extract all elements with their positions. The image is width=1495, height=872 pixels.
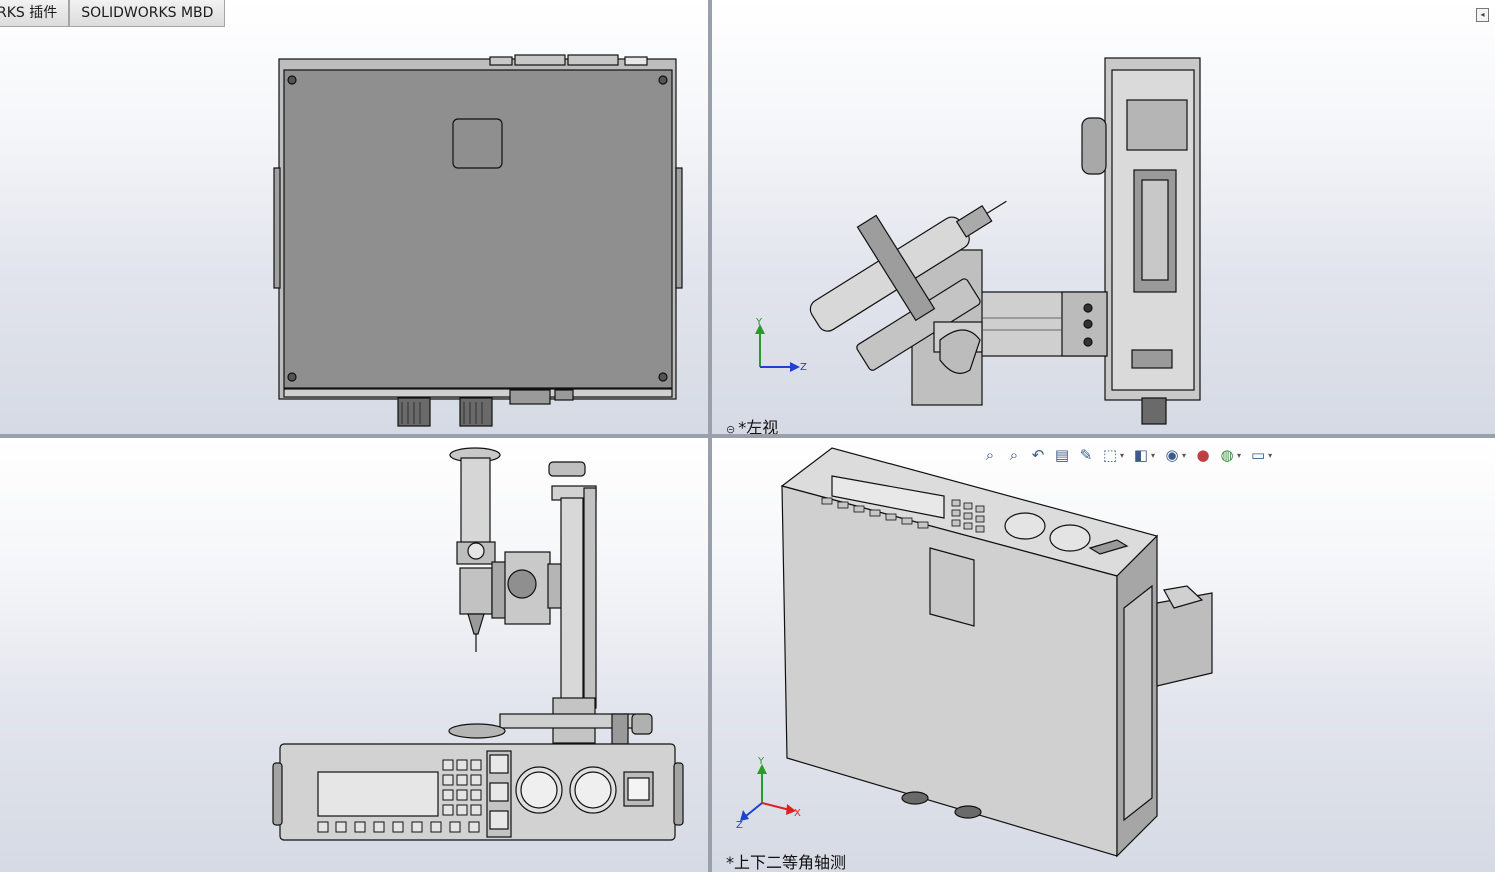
lcd-display xyxy=(317,771,439,817)
left-handle xyxy=(273,167,281,289)
left-view-drawing: Y Z xyxy=(755,57,1201,425)
iso-rail-arm xyxy=(1156,592,1213,687)
apply-scene-icon[interactable]: ◍ xyxy=(1220,446,1234,464)
coordinate-triad: Y Z xyxy=(755,317,807,373)
triad-z-label: Z xyxy=(736,820,743,831)
side-knob xyxy=(1081,117,1107,175)
zoom-to-fit-icon[interactable]: ⌕ xyxy=(985,446,995,464)
triad-z-label: Z xyxy=(800,362,807,373)
view-settings-icon[interactable]: ▭ xyxy=(1250,446,1266,464)
top-square-plate xyxy=(452,118,503,169)
chevron-down-icon[interactable]: ▾ xyxy=(1182,450,1187,460)
link-view-icon: ⊝ xyxy=(726,423,736,434)
dynamic-annotation-icon[interactable]: ✎ xyxy=(1079,446,1093,464)
view-orientation-icon[interactable]: ⬚ xyxy=(1102,446,1118,464)
top-view-drawing xyxy=(273,54,683,427)
viewport-splitter-horizontal[interactable] xyxy=(0,434,1495,438)
front-view-drawing xyxy=(272,447,684,841)
viewport-bottom-left[interactable] xyxy=(0,438,708,872)
chevron-down-icon[interactable]: ▾ xyxy=(1120,450,1125,460)
clamp-plate xyxy=(856,214,936,322)
box-top-cover xyxy=(283,69,673,389)
heads-up-view-toolbar: ⌕ ⌕ ↶ ▤ ✎ ⬚▾ ◧▾ ◉▾ ● ◍▾ ▭▾ xyxy=(980,445,1275,465)
top-connector-2 xyxy=(567,54,619,66)
triad-x-label: X xyxy=(794,808,801,819)
viewport-top-left[interactable] xyxy=(0,0,708,434)
previous-view-icon[interactable]: ↶ xyxy=(1031,446,1045,464)
iso-square-plate xyxy=(929,547,975,627)
isometric-view-drawing: Y X Z xyxy=(736,447,1213,858)
triad-y-label: Y xyxy=(755,317,763,328)
viewport-label-iso: *上下二等角轴测 xyxy=(726,853,847,872)
edit-appearance-icon[interactable]: ● xyxy=(1196,446,1210,464)
chevron-down-icon[interactable]: ▾ xyxy=(1237,450,1242,460)
viewport-restore-icon[interactable]: ◂ xyxy=(1476,8,1489,22)
viewport-label-left: ⊝*左视 xyxy=(726,418,779,434)
top-connector-1 xyxy=(514,54,566,66)
section-view-icon[interactable]: ▤ xyxy=(1054,446,1070,464)
command-manager-tabs: RKS 插件 SOLIDWORKS MBD xyxy=(0,0,226,28)
zoom-area-icon[interactable]: ⌕ xyxy=(1009,446,1019,464)
triad-y-label: Y xyxy=(757,756,765,767)
right-handle xyxy=(675,167,683,289)
coordinate-triad: Y X Z xyxy=(736,756,801,831)
viewport-bottom-right[interactable]: ⌕ ⌕ ↶ ▤ ✎ ⬚▾ ◧▾ ◉▾ ● ◍▾ ▭▾ xyxy=(712,438,1495,872)
viewport-top-right[interactable]: ◂ xyxy=(712,0,1495,434)
hide-show-icon[interactable]: ◉ xyxy=(1165,446,1179,464)
chevron-down-icon[interactable]: ▾ xyxy=(1151,450,1156,460)
vertical-column xyxy=(560,497,584,709)
tab-solidworks-mbd[interactable]: SOLIDWORKS MBD xyxy=(69,0,226,27)
chevron-down-icon[interactable]: ▾ xyxy=(1268,450,1273,460)
syringe-body xyxy=(460,457,491,549)
display-style-icon[interactable]: ◧ xyxy=(1133,446,1149,464)
tab-rks-plugin[interactable]: RKS 插件 xyxy=(0,0,70,27)
